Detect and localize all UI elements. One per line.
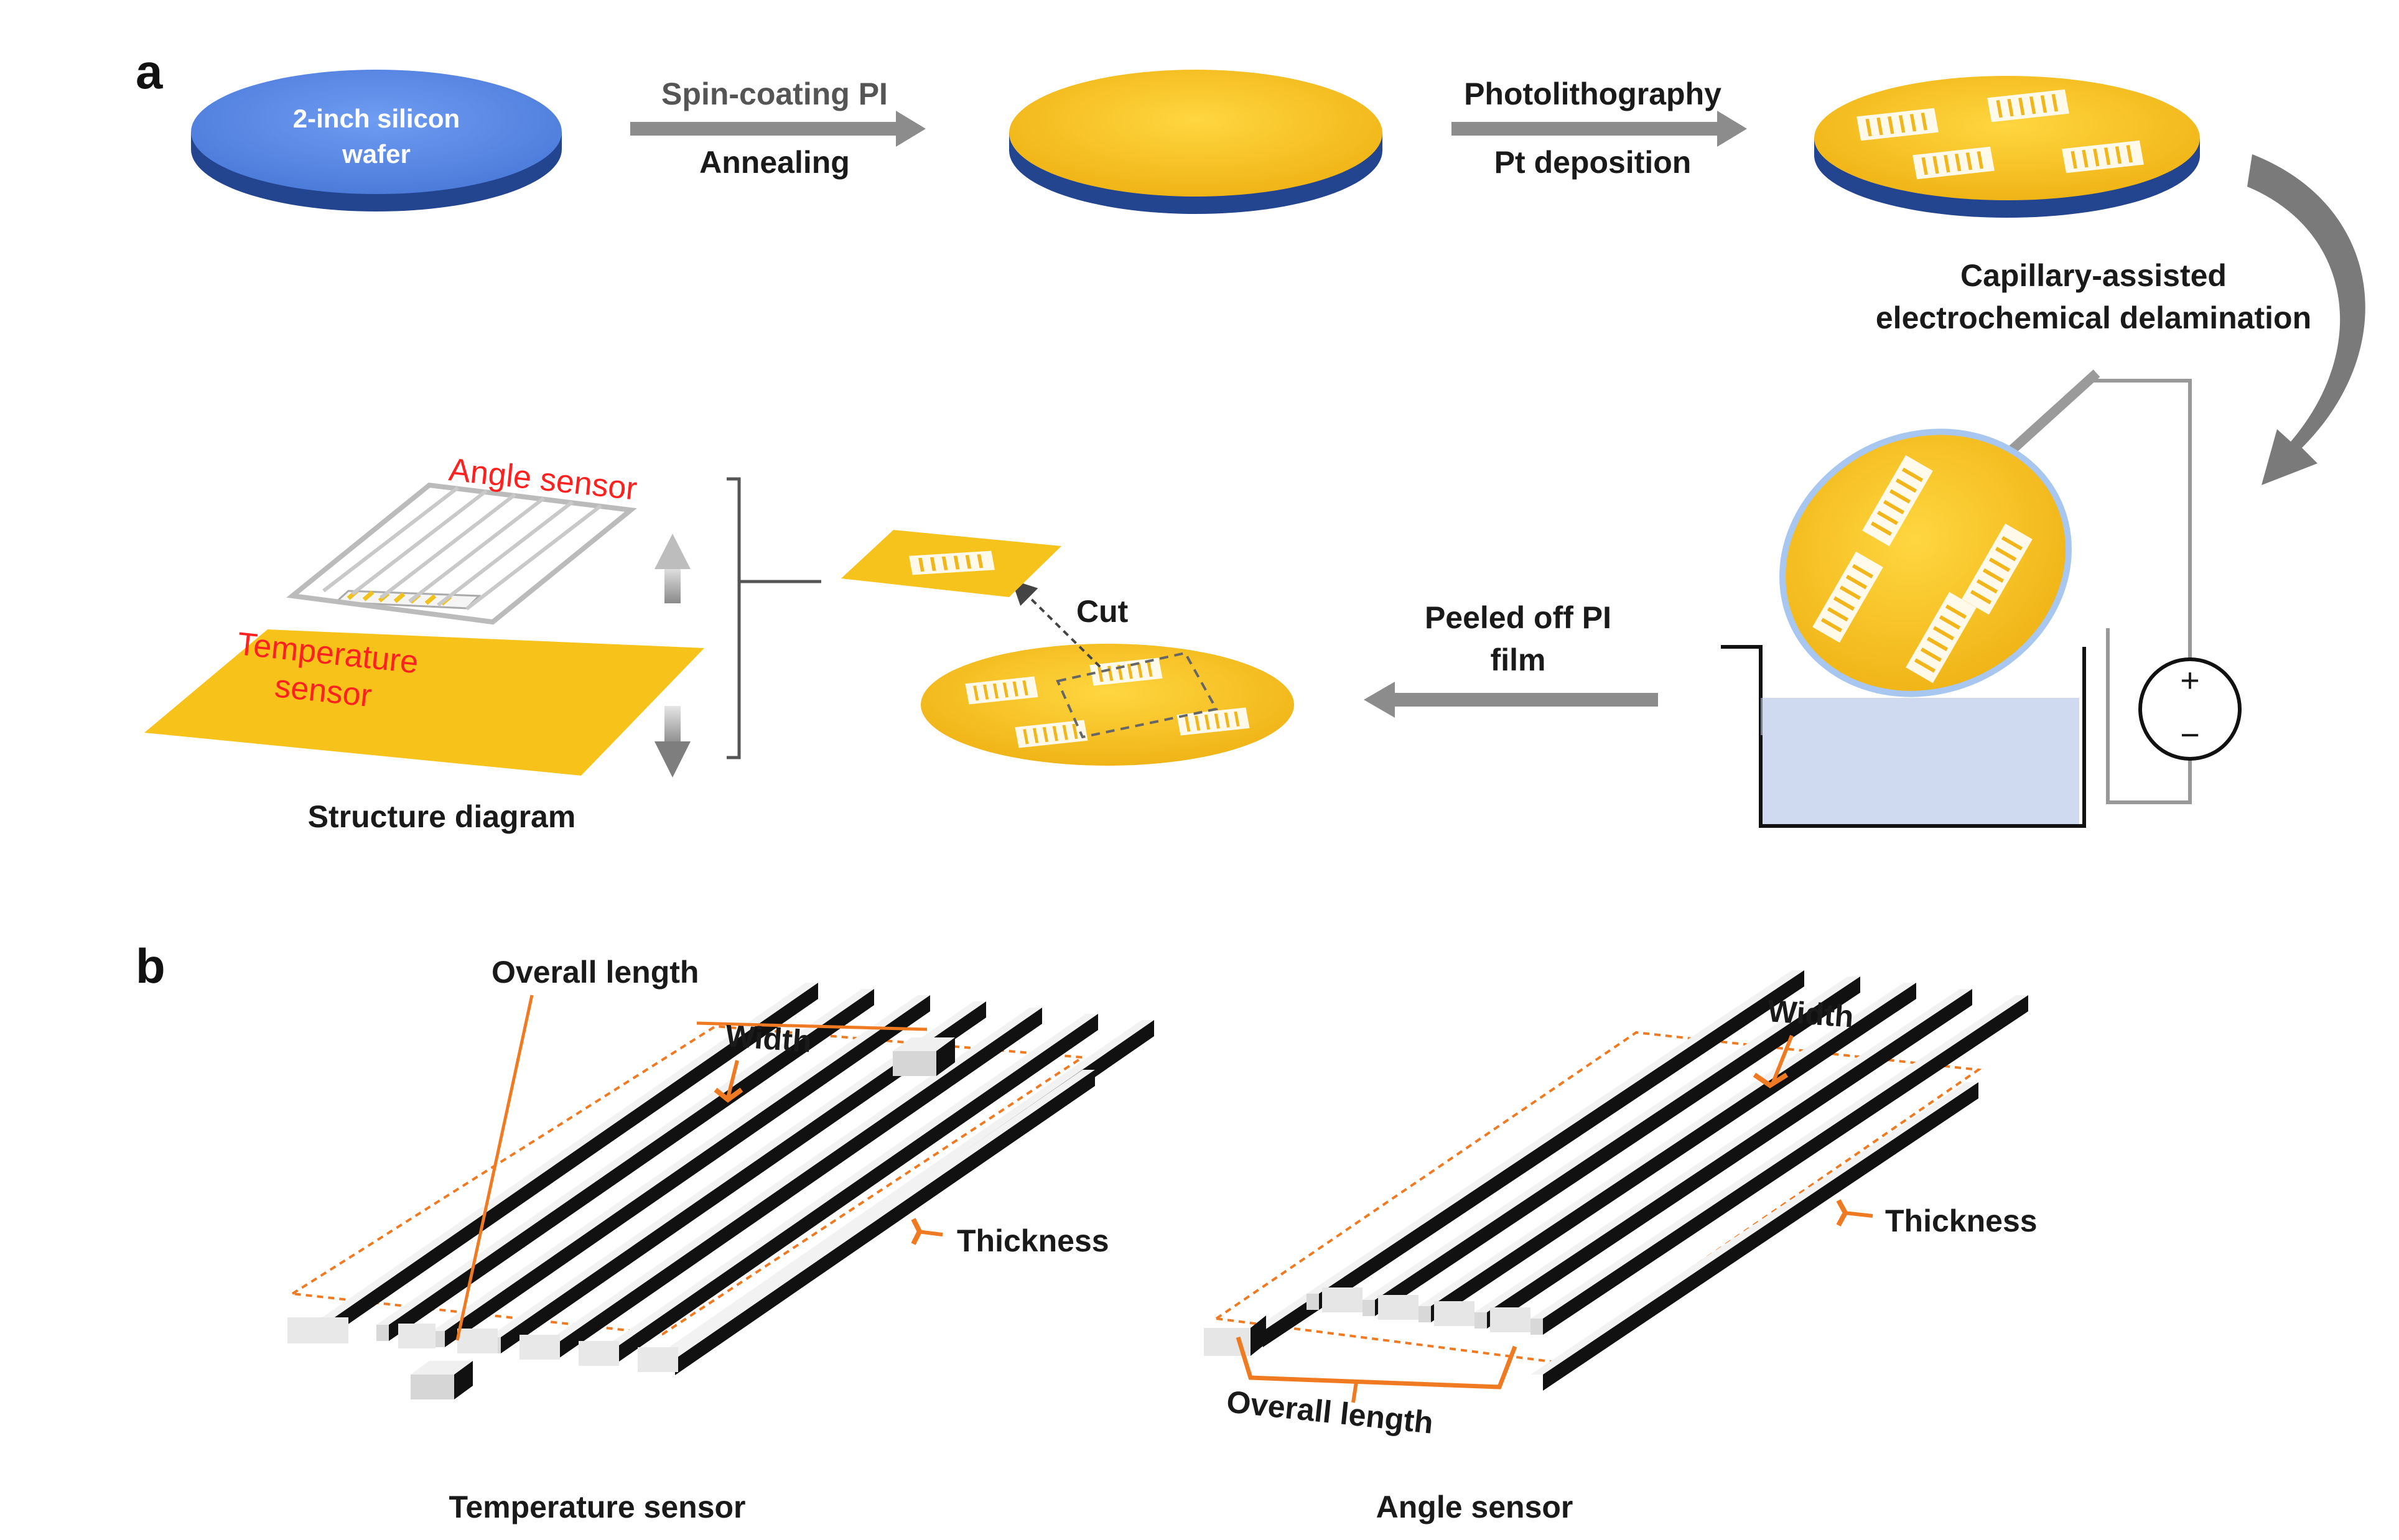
patterned-wafer [1814,76,2200,218]
temp-thickness-label: Thickness [957,1223,1109,1258]
temp-caption: Temperature sensor [449,1490,745,1524]
step2-bottom-label: Pt deposition [1494,145,1692,180]
angle-width-label: Width [1766,993,1855,1034]
temp-width-label: Width [724,1018,813,1059]
step4-line1: Peeled off PI [1425,600,1611,635]
angle-thickness-label: Thickness [1885,1204,2038,1238]
peeled-film [921,644,1294,766]
step1-bottom-label: Annealing [699,145,850,180]
arrow-step1 [630,111,926,147]
arrow-step2 [1451,111,1747,147]
temp-overall-length-label: Overall length [491,955,699,990]
cut-arrow [1011,579,1101,668]
cut-label: Cut [1076,594,1129,629]
bracket [727,477,821,759]
temperature-sensor-3d [287,983,1154,1399]
panel-b-letter: b [136,939,165,993]
step2-top-label: Photolithography [1464,77,1721,111]
wafer-label-line1: 2-inch silicon [293,104,460,133]
silicon-wafer [191,70,562,211]
power-minus: − [2180,717,2200,754]
arrow-step4 [1364,682,1658,718]
angle-caption: Angle sensor [1376,1490,1573,1524]
structure-caption: Structure diagram [308,799,576,834]
delamination-setup [1721,369,2242,828]
structure-diagram [144,482,704,777]
pi-coated-wafer [1009,70,1382,214]
power-plus: + [2180,662,2200,699]
step3-line2: electrochemical delamination [1876,300,2311,335]
panel-a-letter: a [136,44,163,99]
step1-top-label: Spin-coating PI [661,77,888,111]
curved-arrow [2247,154,2365,485]
step4-line2: film [1491,642,1546,677]
cut-chip [841,530,1061,597]
angle-overall-length-label: Overall length [1225,1384,1435,1440]
step3-line1: Capillary-assisted [1960,258,2227,293]
wafer-label-line2: wafer [342,139,411,169]
angle-sensor-3d [1204,970,2028,1403]
